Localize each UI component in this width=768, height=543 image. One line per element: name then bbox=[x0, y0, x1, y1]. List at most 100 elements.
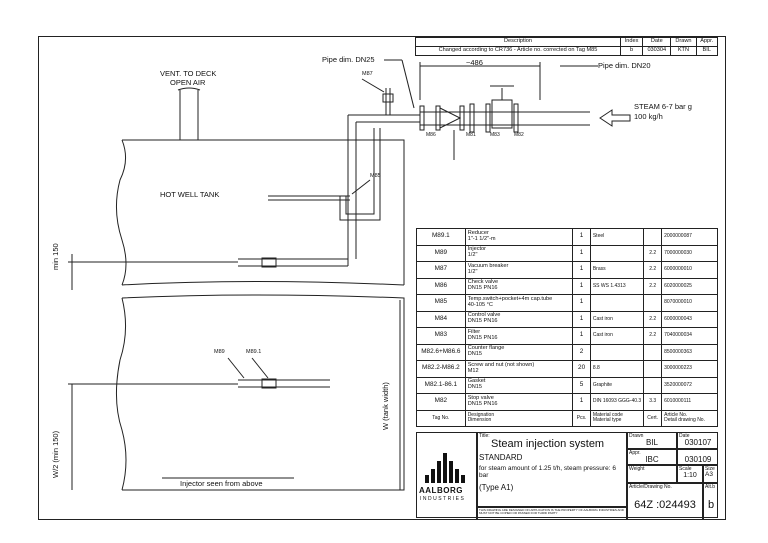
title-cell: Title: Steam injection system STANDARD f… bbox=[477, 433, 627, 507]
part-qty: 1 bbox=[572, 277, 591, 295]
part-qty: 1 bbox=[572, 244, 591, 262]
part-material bbox=[589, 294, 645, 312]
part-dim: DN15 PN16 bbox=[467, 334, 498, 341]
part-dim: DN15 PN16 bbox=[467, 285, 498, 292]
title-text: Steam injection system bbox=[491, 438, 605, 451]
part-qty: 2 bbox=[572, 343, 591, 361]
revision-table: Description Index Date Drawn Appr. Chang… bbox=[415, 37, 718, 56]
min150-label: min 150 bbox=[51, 243, 60, 270]
parts-header-text: Material code bbox=[592, 412, 623, 418]
part-desc: Stop valve bbox=[467, 394, 494, 401]
part-cert: 2.2 bbox=[643, 277, 663, 295]
part-article: 7000000030 bbox=[661, 244, 718, 262]
part-qty: 5 bbox=[572, 376, 591, 394]
parts-header-text: Dimension bbox=[467, 417, 492, 424]
disclaimer-cell: THIS DRAWING ARE DESIGNED ON APPLICATION… bbox=[477, 507, 627, 519]
parts-header-cell: Article No.Detail drawing No. bbox=[661, 409, 718, 427]
dimension-486: ~486 bbox=[466, 58, 483, 67]
part-dim: 40-105 °C bbox=[467, 301, 493, 308]
part-material: Cast iron bbox=[589, 327, 645, 345]
part-desc: Filter bbox=[467, 328, 481, 335]
vent-label: VENT. TO DECK bbox=[160, 69, 217, 78]
disclaimer-text: THIS DRAWING ARE DESIGNED ON APPLICATION… bbox=[479, 508, 624, 516]
logo-cell: AALBORG INDUSTRIES bbox=[417, 433, 477, 519]
part-article: 2000000087 bbox=[661, 228, 718, 246]
part-material: DIN 16093 GGG-40.3 bbox=[589, 393, 645, 411]
company-name: AALBORG bbox=[419, 486, 463, 495]
date2-value: 030109 bbox=[684, 455, 712, 465]
date-label: Date bbox=[679, 433, 690, 439]
part-material: SS WS 1.4313 bbox=[589, 277, 645, 295]
part-dim: DN15 PN16 bbox=[467, 318, 498, 325]
tag-m83: M83 bbox=[490, 132, 500, 138]
part-tag: M86 bbox=[416, 277, 466, 295]
rev-drawn: KTN bbox=[670, 46, 697, 56]
part-tag: M89.1 bbox=[416, 228, 466, 246]
part-material: Brass bbox=[589, 261, 645, 279]
parts-header-text: Designation bbox=[467, 412, 495, 418]
appr-cell: Appr. IBC bbox=[627, 449, 677, 465]
date-value: 030107 bbox=[684, 438, 712, 448]
parts-header-text: Pcs. bbox=[576, 414, 587, 421]
part-tag: M84 bbox=[416, 310, 466, 328]
part-cert bbox=[643, 360, 663, 378]
part-cert bbox=[643, 343, 663, 361]
part-desc: Counter flange bbox=[467, 345, 505, 352]
tag-m89-1: M89.1 bbox=[246, 349, 262, 355]
date-cell: Date 030107 bbox=[677, 433, 718, 449]
rev-appr: BIL bbox=[695, 46, 718, 56]
part-article: 3000000223 bbox=[661, 360, 718, 378]
part-material: Graphite bbox=[589, 376, 645, 394]
hot-well-label: HOT WELL TANK bbox=[160, 190, 220, 199]
part-cert bbox=[643, 376, 663, 394]
tag-m82: M82 bbox=[514, 132, 524, 138]
artno-cell: Article/Drawing No. 64Z :024493 bbox=[627, 483, 703, 519]
size-label: Size bbox=[705, 466, 715, 472]
parts-header-text: Material type bbox=[592, 417, 622, 424]
part-cert bbox=[643, 228, 663, 246]
part-dim: 1/2" bbox=[467, 268, 478, 275]
part-dim: DN15 PN16 bbox=[467, 400, 498, 407]
parts-header-text: Article No. bbox=[664, 412, 688, 418]
part-tag: M82 bbox=[416, 393, 466, 411]
alt-value: b bbox=[707, 499, 715, 512]
part-dim: 1"-1 1/2"-m bbox=[467, 235, 496, 242]
part-tag: M85 bbox=[416, 294, 466, 312]
part-article: 6020000025 bbox=[661, 277, 718, 295]
drawing-frame bbox=[38, 36, 726, 520]
title-label: Title: bbox=[479, 433, 490, 439]
parts-header-cell: Pcs. bbox=[572, 409, 591, 427]
part-desc: Screw and nut (not shown) bbox=[467, 361, 535, 368]
part-cert: 3.3 bbox=[643, 393, 663, 411]
part-qty: 1 bbox=[572, 327, 591, 345]
weight-label: Weight bbox=[629, 466, 645, 472]
title-block: AALBORG INDUSTRIES Title: Steam injectio… bbox=[416, 432, 718, 519]
scale-value: 1:10 bbox=[683, 472, 697, 480]
tag-m86: M86 bbox=[426, 132, 436, 138]
part-designation: Screw and nut (not shown)M12 bbox=[464, 360, 574, 378]
part-tag: M87 bbox=[416, 261, 466, 279]
description-text: for steam amount of 1.25 t/h, steam pres… bbox=[479, 465, 616, 479]
part-qty: 1 bbox=[572, 310, 591, 328]
scale-label: Scale bbox=[679, 466, 692, 472]
part-desc: Check valve bbox=[467, 279, 499, 286]
part-tag: M82.6+M86.6 bbox=[416, 343, 466, 361]
artno-value: 64Z :024493 bbox=[634, 499, 696, 512]
